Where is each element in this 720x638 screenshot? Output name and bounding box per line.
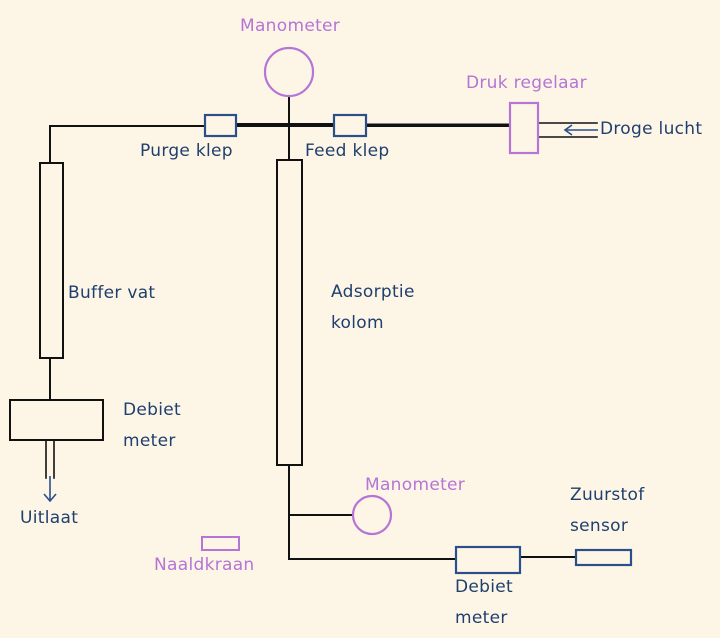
debiet-meter-bottom-label: Debiet meter xyxy=(455,577,513,628)
feed-klep-label: Feed klep xyxy=(305,141,390,161)
zuurstof-sensor xyxy=(574,548,633,567)
naaldkraan-label: Naaldkraan xyxy=(154,555,255,575)
purge-klep-label: Purge klep xyxy=(140,141,233,161)
droge-lucht-label: Droge lucht xyxy=(600,119,703,139)
debiet-meter-left xyxy=(9,399,104,441)
druk-regelaar xyxy=(508,101,540,155)
adsorptie-kolom xyxy=(276,159,303,466)
debiet-meter-left-label: Debiet meter xyxy=(123,400,181,451)
uitlaat-label: Uitlaat xyxy=(20,508,79,528)
uitlaat-arrow-icon xyxy=(43,476,57,503)
manometer-bottom xyxy=(351,494,393,536)
buffer-vat xyxy=(39,162,64,359)
manometer-bottom-label: Manometer xyxy=(365,475,466,495)
zuurstof-sensor-label: Zuurstof sensor xyxy=(570,485,645,536)
naaldkraan xyxy=(201,536,240,551)
druk-regelaar-label: Druk regelaar xyxy=(466,73,587,93)
adsorptie-kolom-label: Adsorptie kolom xyxy=(331,282,415,333)
manometer-top-label: Manometer xyxy=(240,16,341,36)
droge-lucht-arrow-icon xyxy=(563,124,598,136)
buffer-vat-label: Buffer vat xyxy=(68,283,156,303)
debiet-meter-bottom xyxy=(454,545,522,575)
purge-klep xyxy=(203,113,238,138)
manometer-top xyxy=(263,46,315,98)
pipes xyxy=(45,96,598,560)
feed-klep xyxy=(332,113,368,138)
